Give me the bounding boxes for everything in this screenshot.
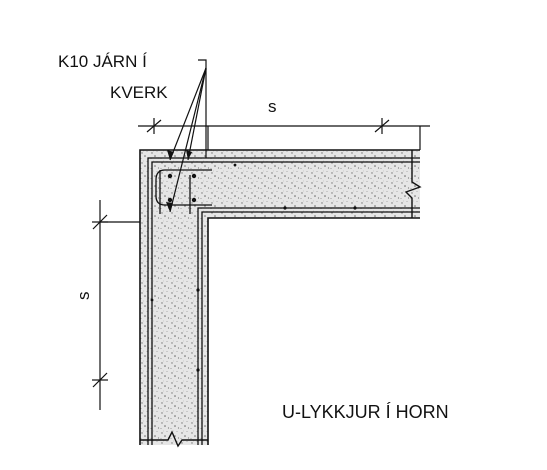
break-line-bottom xyxy=(140,430,208,448)
outer-bar-2 xyxy=(147,157,420,445)
rebar-note-line1: K10 JÁRN Í xyxy=(58,52,147,71)
dimension-label-vertical: s xyxy=(74,292,93,301)
horizontal-slab-fill xyxy=(140,150,420,218)
reinforcement xyxy=(147,157,420,445)
inner-bar-2 xyxy=(201,211,420,445)
leader-arrowheads xyxy=(166,150,192,212)
caption: U-LYKKJUR Í HORN xyxy=(282,402,449,422)
inner-bar xyxy=(197,207,420,445)
outer-bar xyxy=(151,161,420,445)
leader-lines xyxy=(169,59,207,213)
section-outline xyxy=(139,149,420,445)
u-loop-horizontal xyxy=(155,169,212,206)
break-line-right xyxy=(404,150,422,218)
dimension-horizontal xyxy=(138,118,430,150)
rebar-dots xyxy=(150,163,357,372)
dimension-label-horizontal: s xyxy=(268,97,277,116)
dimension-vertical xyxy=(92,200,140,410)
rebar-note-line2: KVERK xyxy=(110,83,168,102)
concrete-section xyxy=(139,149,422,448)
u-loop-vertical xyxy=(159,170,191,214)
